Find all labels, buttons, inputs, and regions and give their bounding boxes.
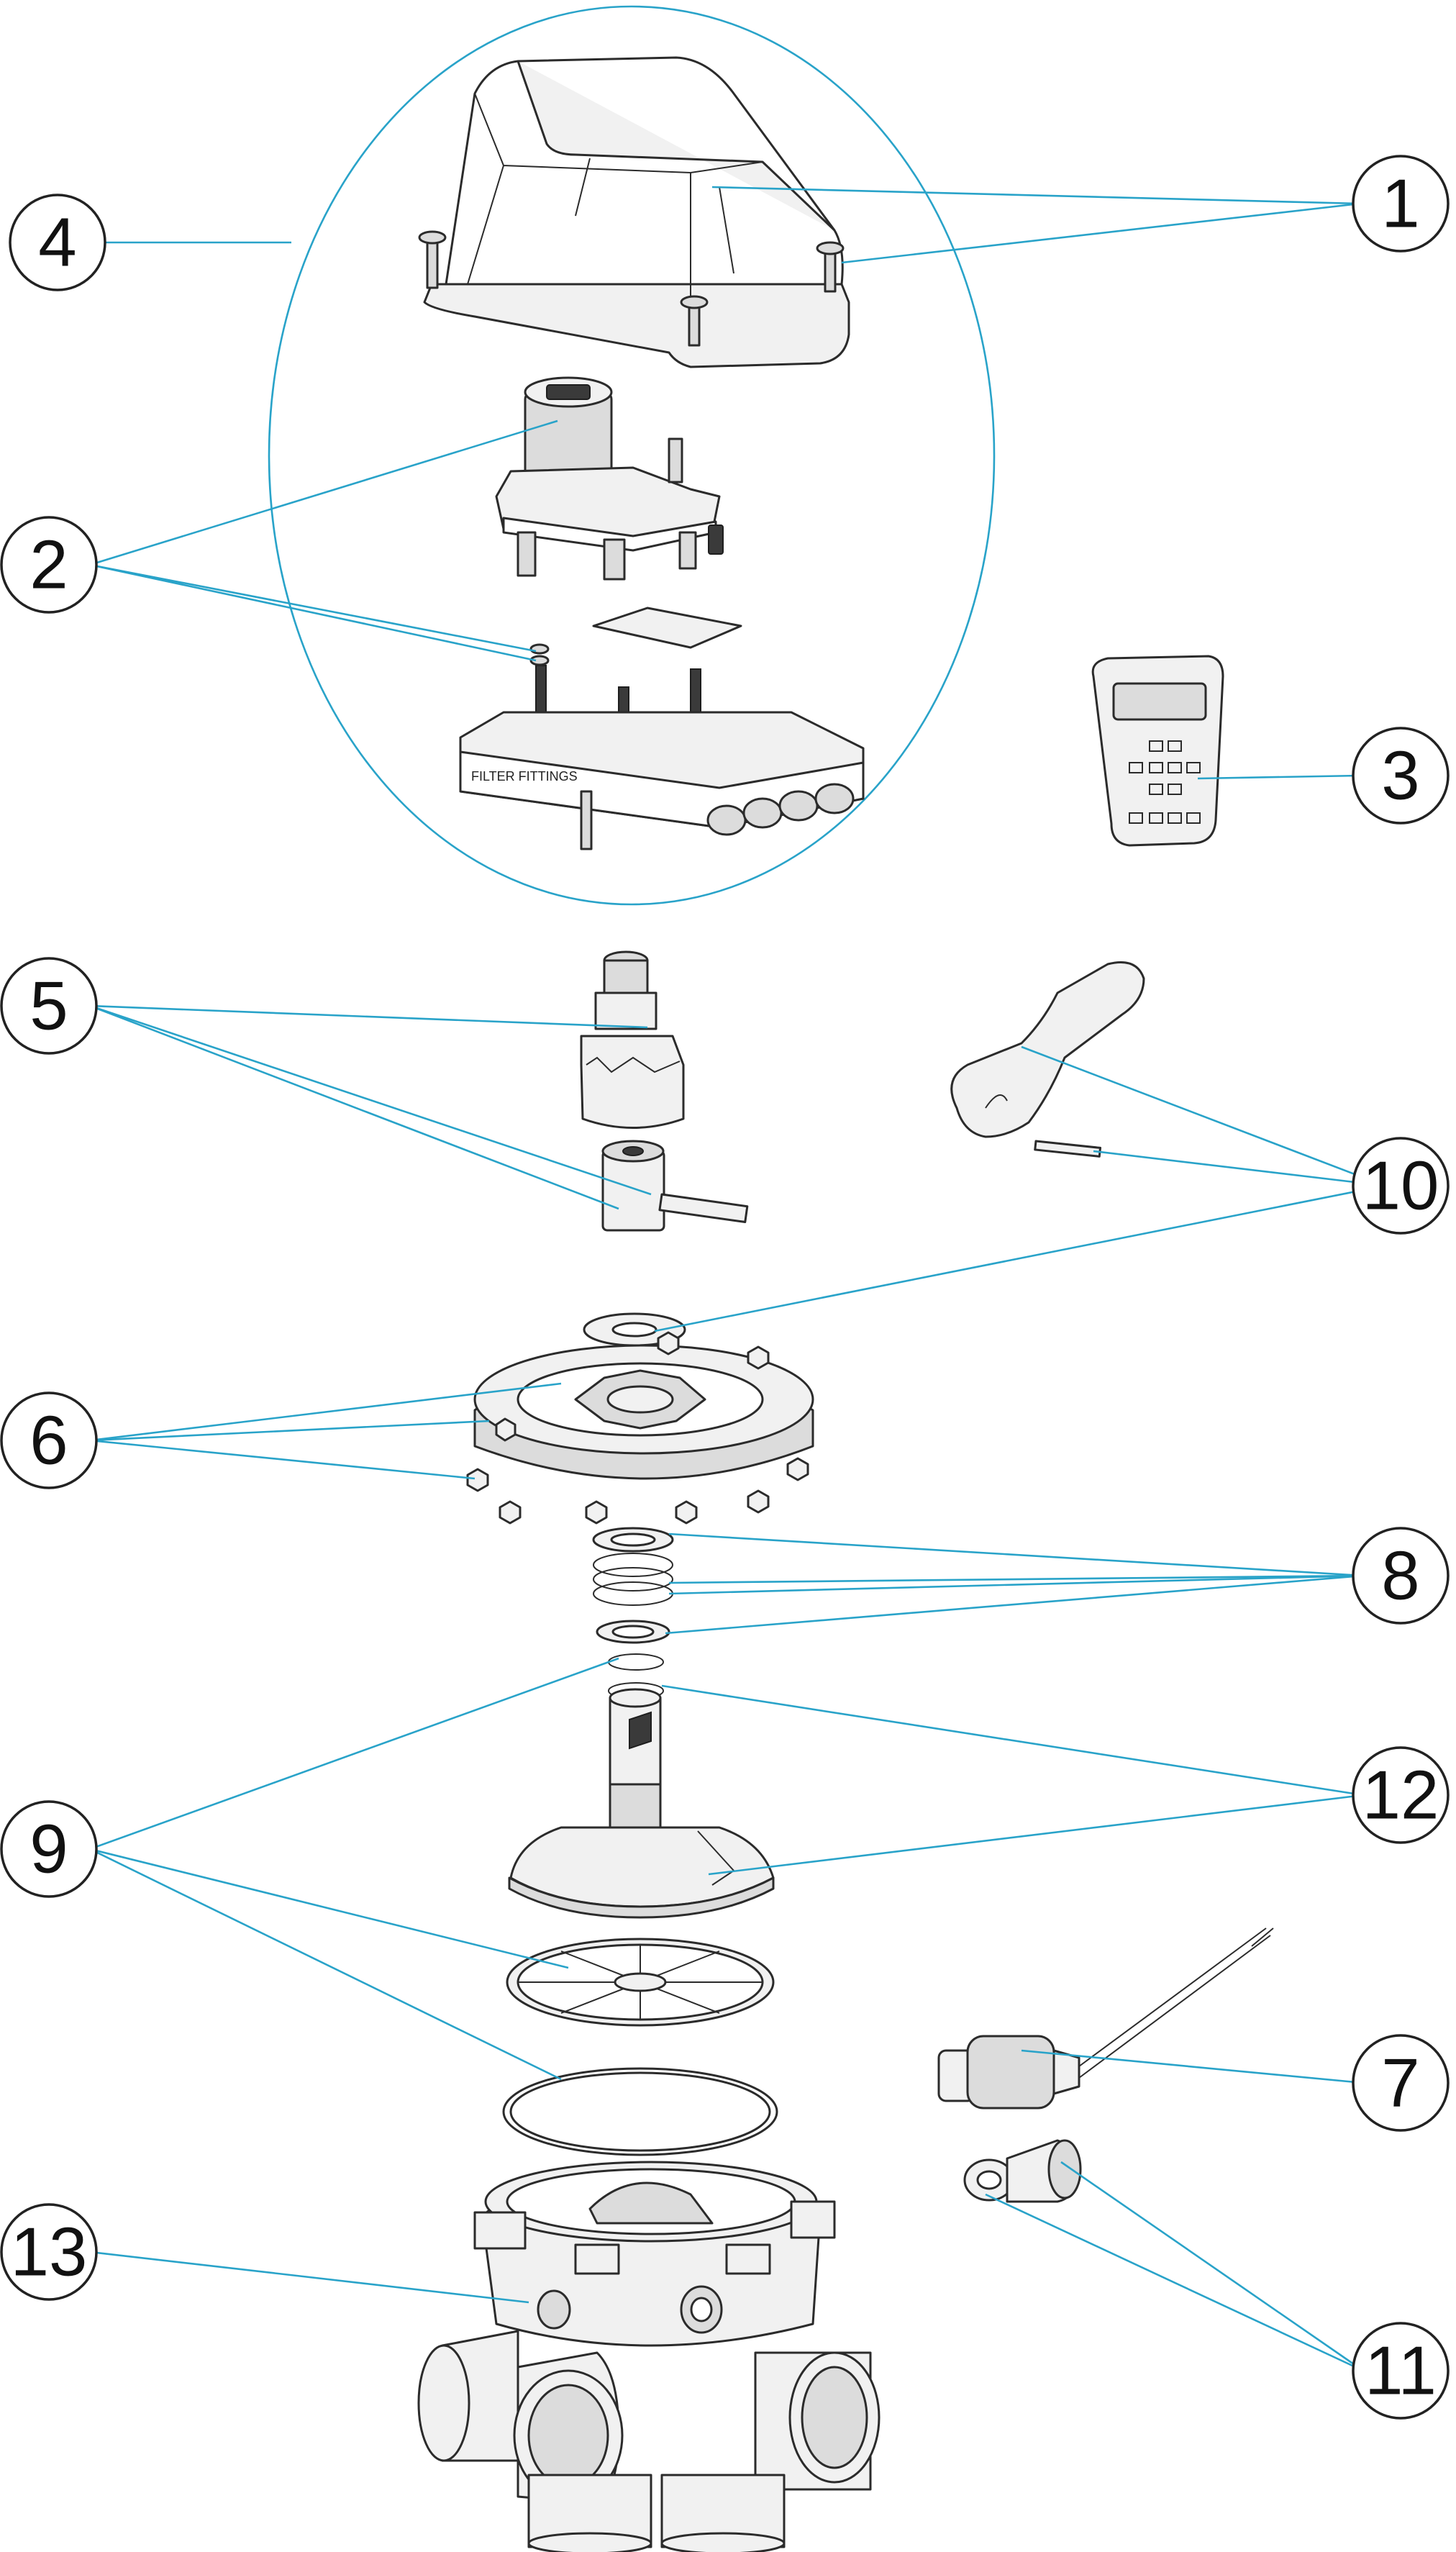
- drive-coupling: [580, 950, 749, 1232]
- cover-screws: [418, 230, 845, 347]
- svg-text:6: 6: [29, 1402, 68, 1479]
- star-gasket: [506, 1938, 775, 2027]
- svg-text:3: 3: [1381, 737, 1419, 814]
- cable-glands: [706, 783, 855, 836]
- callout-5: 5: [0, 957, 98, 1055]
- cover-bolts-and-nuts: [466, 1331, 809, 1525]
- hose-fitting: [963, 2139, 1082, 2203]
- callout-13: 13: [0, 2203, 98, 2301]
- remote-handset: [1091, 655, 1224, 847]
- spring-and-washers: [592, 1527, 674, 1644]
- pressure-sensor: [937, 1927, 1274, 2110]
- board-brand-text: FILTER FITTINGS: [471, 769, 578, 784]
- svg-text:12: 12: [1362, 1757, 1439, 1834]
- svg-text:11: 11: [1365, 2333, 1437, 2410]
- svg-text:4: 4: [38, 204, 76, 281]
- rotor-shaft: [508, 1653, 775, 1919]
- callout-2: 2: [0, 516, 98, 614]
- assembly-group-ellipse: [268, 5, 996, 906]
- svg-text:7: 7: [1381, 2045, 1419, 2122]
- lever-handle: [950, 961, 1145, 1158]
- svg-text:1: 1: [1381, 165, 1419, 242]
- callout-6: 6: [0, 1391, 98, 1489]
- valve-body: [417, 2161, 881, 2552]
- valve-top-cover: [466, 1331, 814, 1525]
- callout-8: 8: [1352, 1527, 1450, 1625]
- control-board: FILTER FITTINGS: [459, 607, 865, 850]
- callout-9: 9: [0, 1800, 98, 1898]
- actuator-cover: [418, 56, 850, 368]
- callout-10: 10: [1352, 1137, 1450, 1235]
- callout-7: 7: [1352, 2034, 1450, 2132]
- svg-text:5: 5: [29, 968, 68, 1045]
- callout-11: 11: [1352, 2322, 1450, 2420]
- callout-12: 12: [1352, 1746, 1450, 1844]
- callout-3: 3: [1352, 727, 1450, 825]
- motor-assembly: [495, 376, 724, 581]
- svg-text:2: 2: [29, 527, 68, 604]
- svg-text:13: 13: [11, 2214, 88, 2291]
- leader-lines: [89, 186, 1386, 2372]
- svg-text:9: 9: [29, 1811, 68, 1888]
- callout-1: 1: [1352, 155, 1450, 253]
- o-ring: [502, 2067, 778, 2156]
- svg-text:10: 10: [1362, 1148, 1439, 1225]
- callout-4: 4: [9, 194, 106, 291]
- svg-text:8: 8: [1381, 1538, 1419, 1615]
